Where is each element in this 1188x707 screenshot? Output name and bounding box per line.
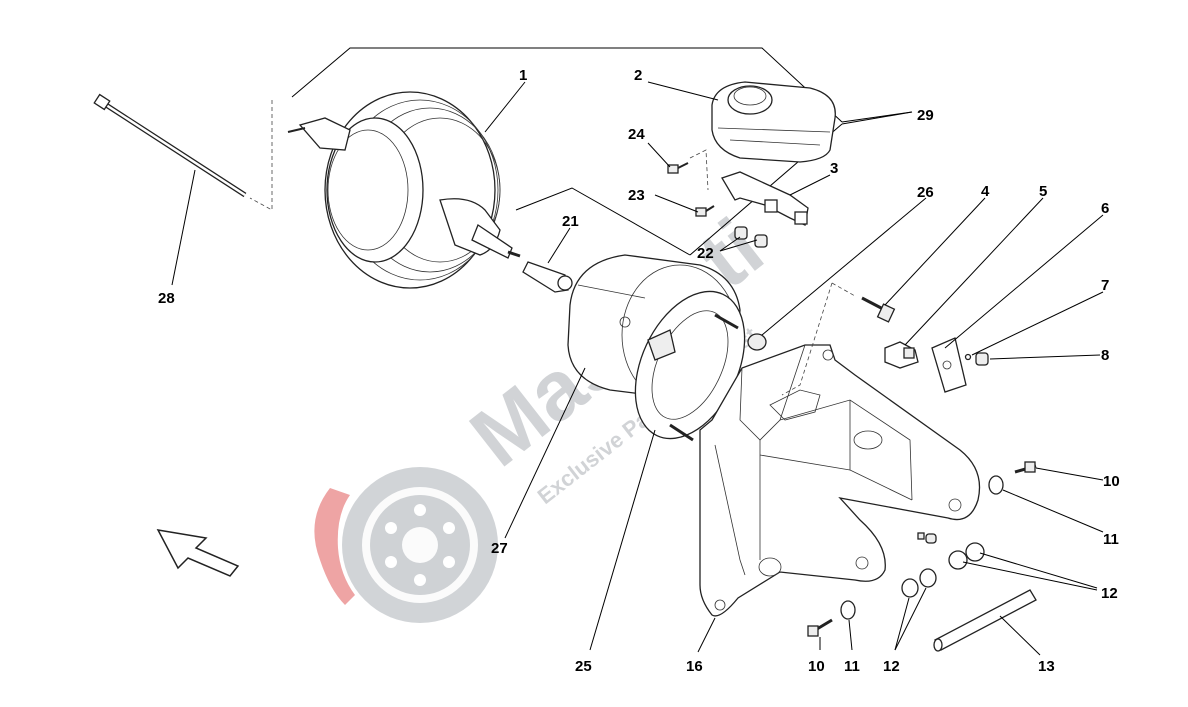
label-part-26: 26 — [917, 184, 934, 201]
label-part-21: 21 — [562, 213, 579, 230]
label-part-29: 29 — [917, 107, 934, 124]
label-part-4: 4 — [981, 183, 990, 200]
part-reservoir-bracket — [721, 171, 809, 226]
label-part-10-bottom: 10 — [808, 658, 825, 675]
label-part-16: 16 — [686, 658, 703, 675]
leader-lines — [171, 81, 1104, 656]
label-part-7: 7 — [1101, 277, 1109, 294]
label-part-25: 25 — [575, 658, 592, 675]
label-part-2: 2 — [634, 67, 642, 84]
label-part-1: 1 — [519, 67, 527, 84]
label-part-13: 13 — [1038, 658, 1055, 675]
label-part-12-right: 12 — [1101, 585, 1118, 602]
part-small-fasteners — [667, 149, 768, 248]
part-pivot-pin — [933, 589, 1037, 652]
label-part-11-right: 11 — [1103, 531, 1119, 548]
part-long-bolt — [93, 93, 273, 211]
arrow-up-left-icon — [156, 529, 240, 577]
label-part-3: 3 — [830, 160, 838, 177]
label-part-11-bottom: 11 — [844, 658, 860, 675]
label-part-22: 22 — [697, 245, 714, 262]
label-part-23: 23 — [628, 187, 645, 204]
part-pushrod — [522, 261, 573, 293]
brake-disc-logo — [314, 467, 498, 623]
part-cap — [747, 333, 767, 351]
part-gasket-plate — [634, 290, 746, 442]
label-part-10-right: 10 — [1103, 473, 1120, 490]
part-brake-booster — [287, 91, 521, 289]
part-lower-fasteners — [807, 461, 1037, 637]
label-part-28: 28 — [158, 290, 175, 307]
label-part-12-bottom: 12 — [883, 658, 900, 675]
label-part-8: 8 — [1101, 347, 1109, 364]
label-part-27: 27 — [491, 540, 508, 557]
label-part-24: 24 — [628, 126, 645, 143]
part-fluid-reservoir — [711, 81, 836, 163]
part-upper-fasteners — [861, 296, 989, 393]
part-pedal-bracket — [699, 282, 981, 617]
label-part-5: 5 — [1039, 183, 1047, 200]
part-number-labels: 1 2 3 4 5 6 7 8 10 11 12 13 16 10 11 12 … — [158, 67, 1120, 675]
label-part-6: 6 — [1101, 200, 1109, 217]
group-brackets — [291, 47, 913, 256]
